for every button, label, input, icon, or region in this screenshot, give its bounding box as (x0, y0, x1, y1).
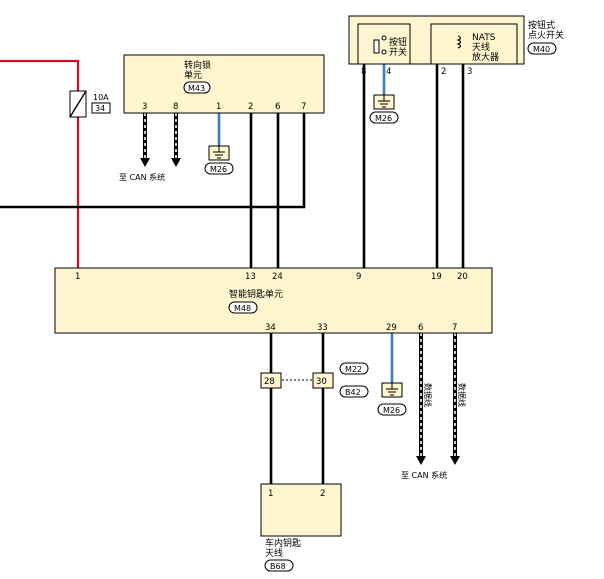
fuse-amps: 10A (93, 93, 109, 102)
key-top-pin-9: 9 (356, 272, 361, 282)
arrow-lock-8 (171, 158, 181, 167)
nats-label-2: 天线 (472, 41, 490, 53)
steering-lock-label-1: 转向锁 (184, 59, 211, 71)
fuse-number: 34 (95, 104, 105, 113)
can-label-bottom: 至 CAN 系统 (401, 470, 447, 480)
power-wire (0, 59, 80, 268)
switch-label-2: 开关 (389, 46, 407, 58)
key-top-pin-13: 13 (245, 272, 256, 282)
arrow-lock-3 (140, 158, 150, 167)
antenna-pin-2: 2 (320, 489, 325, 499)
lock-pin-7: 7 (301, 102, 306, 112)
lock-pin-8: 8 (173, 102, 178, 112)
lock-pin-3: 3 (142, 102, 147, 112)
joint-connector: 28 30 M22 B42 (260, 362, 369, 398)
steering-lock-label-2: 单元 (184, 69, 202, 81)
push-button-switch-unit: 按钮 开关 NATS 天线 放大器 8 4 2 3 (348, 15, 525, 77)
switch-pin-8: 8 (361, 67, 366, 77)
lock-pin-6: 6 (275, 102, 280, 112)
ground-switch-connector: M26 (375, 114, 392, 123)
key-unit-connector: M48 (234, 304, 251, 313)
data-wire-label-7: 数据线 (457, 383, 467, 407)
key-bottom-pin-7: 7 (452, 323, 457, 333)
key-unit-label: 智能钥匙单元 (229, 288, 283, 300)
antenna-connector: B68 (270, 562, 286, 571)
joint-pin-30: 30 (316, 377, 327, 387)
intelligent-key-unit: 1 13 24 9 19 20 智能钥匙单元 M48 34 33 29 6 7 (54, 267, 493, 334)
lock-pin-2: 2 (248, 102, 253, 112)
ground-switch: M26 (369, 94, 399, 124)
switch-unit-label-2: 点火开关 (528, 29, 564, 41)
joint-connector-top: M22 (345, 365, 362, 374)
lock-pin-1: 1 (216, 102, 221, 112)
ground-key-unit: M26 (377, 382, 407, 416)
antenna-pin-1: 1 (268, 489, 273, 499)
key-top-pin-20: 20 (457, 272, 468, 282)
key-top-pin-19: 19 (431, 272, 442, 282)
ground-steering-lock: M26 (204, 145, 234, 175)
data-wire-label-6: 数据线 (423, 383, 433, 407)
steering-lock-unit: 转向锁 单元 M43 3 8 1 2 6 7 (123, 54, 325, 114)
switch-unit-label-1: 按钮式 (528, 19, 555, 31)
switch-unit-connector: M40 (533, 45, 550, 54)
can-label-top: 至 CAN 系统 (119, 172, 165, 182)
arrow-key-6 (416, 456, 426, 465)
ground-lock-connector: M26 (210, 165, 227, 174)
nats-pin-2: 2 (441, 67, 446, 77)
nats-label-1: NATS (472, 33, 496, 43)
steering-lock-connector: M43 (188, 84, 205, 93)
fuse: 10A 34 (69, 90, 111, 118)
nats-pin-3: 3 (467, 67, 472, 77)
inside-antenna-unit: 1 2 车内钥匙 天线 B68 (260, 483, 342, 572)
antenna-label-1: 车内钥匙 (265, 537, 301, 549)
nats-label-3: 放大器 (472, 51, 499, 63)
joint-pin-28: 28 (264, 377, 275, 387)
ground-key-connector: M26 (383, 406, 400, 415)
switch-label-1: 按钮 (389, 36, 407, 48)
key-bottom-pin-29: 29 (386, 323, 397, 333)
key-top-pin-1: 1 (75, 272, 80, 282)
key-bottom-pin-6: 6 (418, 323, 423, 333)
antenna-label-2: 天线 (265, 547, 283, 559)
arrow-key-7 (450, 456, 460, 465)
key-bottom-pin-33: 33 (317, 323, 328, 333)
key-top-pin-24: 24 (272, 272, 283, 282)
switch-pin-4: 4 (386, 67, 391, 77)
joint-connector-bottom: B42 (345, 388, 361, 397)
wire-lock-pin7 (0, 113, 306, 209)
key-bottom-pin-34: 34 (265, 323, 276, 333)
